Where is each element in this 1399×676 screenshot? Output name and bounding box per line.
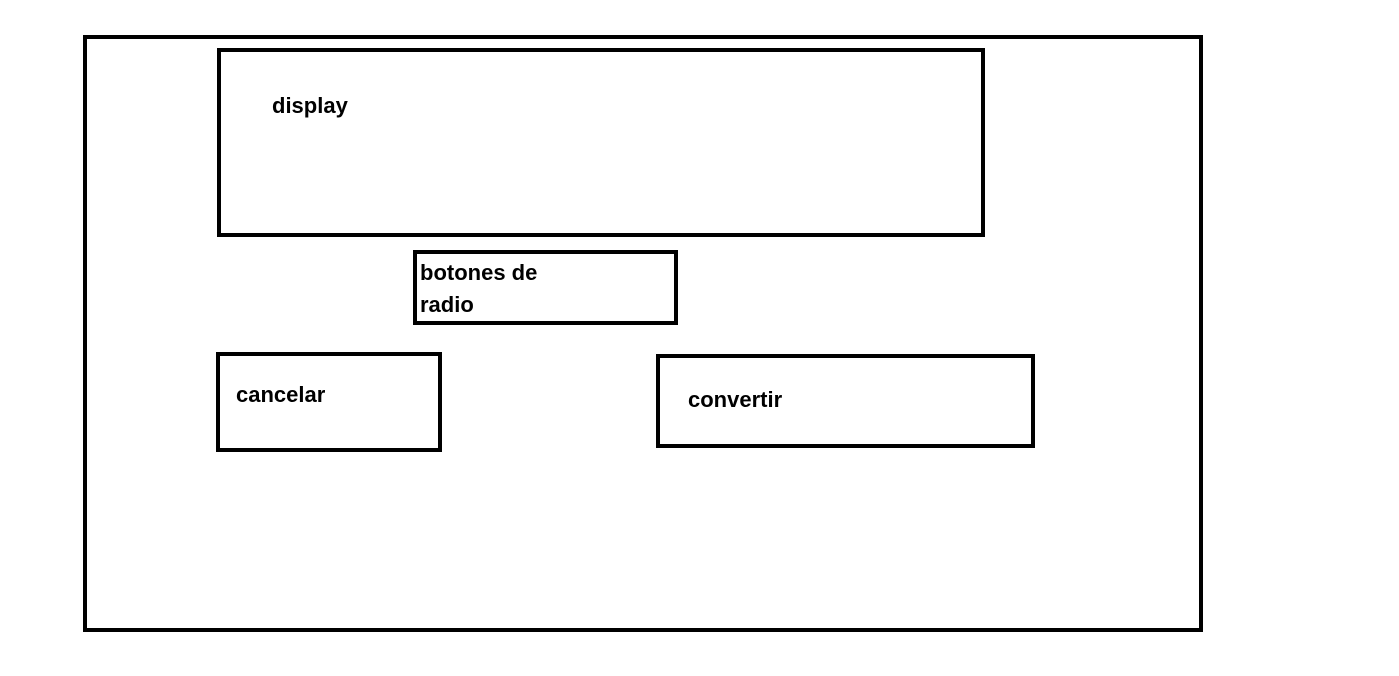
convert-button-label: convertir	[688, 387, 783, 412]
cancel-button[interactable]: cancelar	[216, 352, 442, 452]
radio-buttons-label: botones de radio	[420, 260, 538, 317]
cancel-button-label: cancelar	[236, 382, 326, 407]
display-area: display	[217, 48, 985, 237]
convert-button[interactable]: convertir	[656, 354, 1035, 448]
radio-buttons-group[interactable]: botones de radio	[413, 250, 678, 325]
display-label: display	[272, 93, 348, 118]
